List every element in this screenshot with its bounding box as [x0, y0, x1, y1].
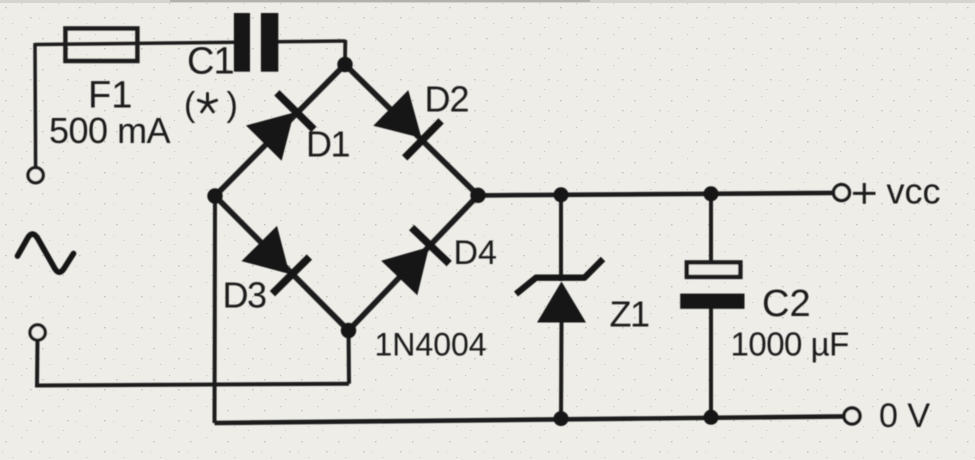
- svg-text:1000 µF: 1000 µF: [731, 326, 849, 363]
- svg-text:1N4004: 1N4004: [375, 327, 487, 363]
- svg-text:Z1: Z1: [610, 294, 649, 335]
- svg-text:500 mA: 500 mA: [49, 110, 171, 151]
- svg-text:D4: D4: [454, 234, 497, 272]
- svg-text:D1: D1: [306, 124, 349, 165]
- svg-text:C2: C2: [762, 283, 811, 325]
- svg-text:D3: D3: [223, 275, 266, 316]
- svg-text:0 V: 0 V: [879, 397, 930, 435]
- svg-text:D2: D2: [425, 79, 469, 120]
- svg-text:): ): [227, 86, 238, 124]
- svg-text:C1: C1: [187, 41, 234, 83]
- svg-text:vcc: vcc: [887, 171, 941, 212]
- svg-text:F1: F1: [88, 75, 132, 117]
- svg-text:(: (: [184, 86, 196, 124]
